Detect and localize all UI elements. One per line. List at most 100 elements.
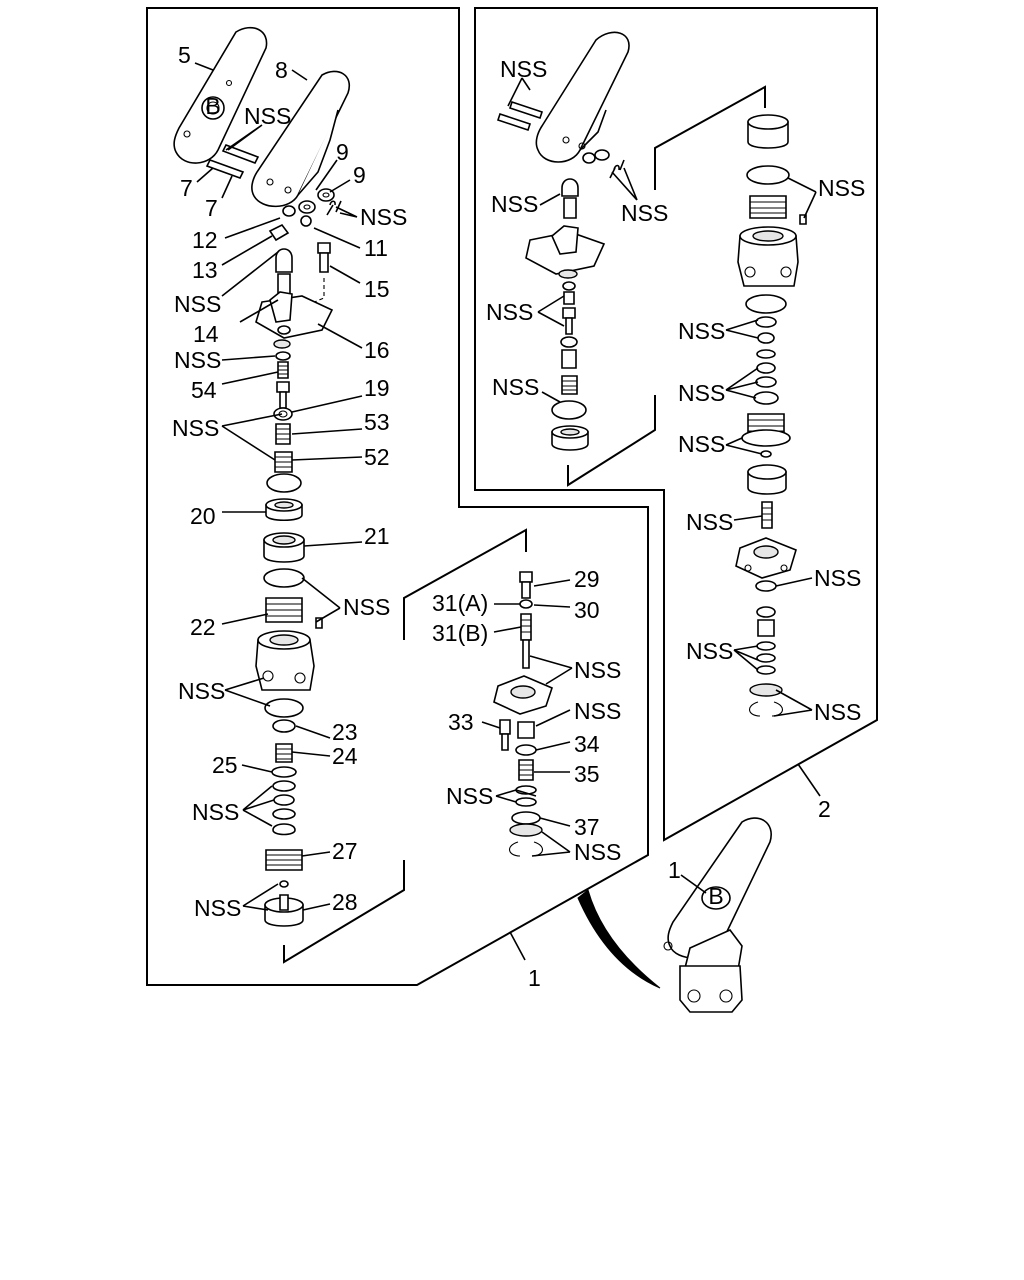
callout-35: 35: [574, 761, 600, 787]
callout-nss: NSS: [192, 799, 239, 825]
callout-20: 20: [190, 503, 216, 529]
spring-35: [518, 759, 534, 781]
pedal-right: [535, 31, 630, 163]
spring-52: [274, 451, 293, 473]
callout-37: 37: [574, 814, 600, 840]
callout-nss: NSS: [244, 103, 291, 129]
callout-31a: 31(A): [432, 590, 488, 616]
callout-8: 8: [275, 57, 288, 83]
callout-nss: NSS: [686, 509, 733, 535]
callout-nss: NSS: [574, 657, 621, 683]
callout-53: 53: [364, 409, 390, 435]
callout-15: 15: [364, 276, 390, 302]
pins-right: [496, 100, 544, 132]
piston-right-top: [747, 114, 789, 149]
o-ring-right-upper: [551, 400, 587, 420]
frame-left-bottom-bracket: [283, 860, 405, 964]
frame-right-assembly: [474, 7, 878, 842]
valve-body-right-upper: [737, 226, 799, 287]
piston-right-upper: [551, 425, 589, 451]
callout-16: 16: [364, 337, 390, 363]
callout-27: 27: [332, 838, 358, 864]
callout-1: 1: [528, 965, 541, 991]
cap-right: [561, 178, 579, 219]
washers-25: [271, 766, 297, 836]
bottom-cap-28: [264, 880, 304, 927]
callout-25: 25: [212, 752, 238, 778]
pedal-plate-5: [173, 26, 268, 164]
washer-30: [519, 599, 533, 609]
callout-29: 29: [574, 566, 600, 592]
callout-nss: NSS: [360, 204, 407, 230]
callout-34: 34: [574, 731, 600, 757]
callout-11: 11: [364, 235, 388, 261]
callout-5: 5: [178, 42, 191, 68]
o-ring-21: [263, 568, 305, 588]
spring-right-top: [749, 195, 807, 225]
callout-21: 21: [364, 523, 390, 549]
spring-53: [275, 423, 291, 445]
frame-right-inner-bracket: [567, 85, 766, 487]
pedal-plate-8: [251, 70, 351, 208]
callout-nss: NSS: [814, 565, 861, 591]
spring-24: [275, 743, 293, 763]
cover-plate-sub: [493, 675, 553, 715]
o-ring-upper: [266, 473, 302, 493]
callout-23: 23: [332, 719, 358, 745]
callout-nss: NSS: [574, 698, 621, 724]
callout-7: 7: [180, 175, 193, 201]
callout-28: 28: [332, 889, 358, 915]
screw-stack-right: [560, 281, 578, 395]
cover-plate-right: [735, 537, 797, 579]
seat-37: [509, 811, 543, 857]
spring-right-mid: [741, 413, 791, 458]
pedal-pins-7: [205, 143, 260, 179]
roller-12-13: [268, 215, 312, 242]
callout-nss: NSS: [194, 895, 241, 921]
spring-54: [275, 351, 291, 379]
callout-nss: NSS: [174, 291, 221, 317]
callout-12: 12: [192, 227, 218, 253]
callout-9: 9: [336, 139, 349, 165]
callout-nss: NSS: [814, 699, 861, 725]
callout-nss: NSS: [172, 415, 219, 441]
callout-30: 30: [574, 597, 600, 623]
spring-22: [265, 597, 303, 623]
screw-19: [273, 381, 293, 421]
callout-14: 14: [193, 321, 219, 347]
callout-52: 52: [364, 444, 390, 470]
screw-right-lower: [761, 501, 773, 529]
callout-nss: NSS: [574, 839, 621, 865]
frame-left-assembly: [146, 7, 649, 986]
callout-nss: NSS: [686, 638, 733, 664]
piston-20: [265, 498, 303, 522]
cap-14: [275, 248, 293, 297]
o-ring-right-top: [746, 165, 790, 185]
callout-54: 54: [191, 377, 217, 403]
piston-21: [263, 532, 305, 563]
callout-7: 7: [205, 195, 218, 221]
washers-right-mid: [753, 316, 779, 405]
assembly-arrow: [577, 889, 661, 989]
washers-right-lower: [749, 580, 783, 717]
spring-27: [265, 849, 303, 871]
callout-19: 19: [364, 375, 390, 401]
callout-nss: NSS: [818, 175, 865, 201]
callout-nss: NSS: [492, 374, 539, 400]
callout-nss: NSS: [678, 318, 725, 344]
callout-24: 24: [332, 743, 358, 769]
callout-2: 2: [818, 796, 831, 822]
piston-right-lower: [747, 464, 787, 495]
callout-1: 1: [668, 857, 681, 883]
pedal-base-16: [255, 291, 334, 349]
callout-nss: NSS: [343, 594, 390, 620]
bolt-29: [519, 571, 533, 599]
callout-nss: NSS: [174, 347, 221, 373]
frame-sub-assembly-bracket: [403, 528, 527, 640]
callout-nss: NSS: [678, 380, 725, 406]
callout-nss: NSS: [446, 783, 493, 809]
callout-31b: 31(B): [432, 620, 488, 646]
o-ring-body: [264, 698, 304, 718]
cotter-pins: [326, 200, 342, 216]
leader-lines: [194, 62, 821, 961]
